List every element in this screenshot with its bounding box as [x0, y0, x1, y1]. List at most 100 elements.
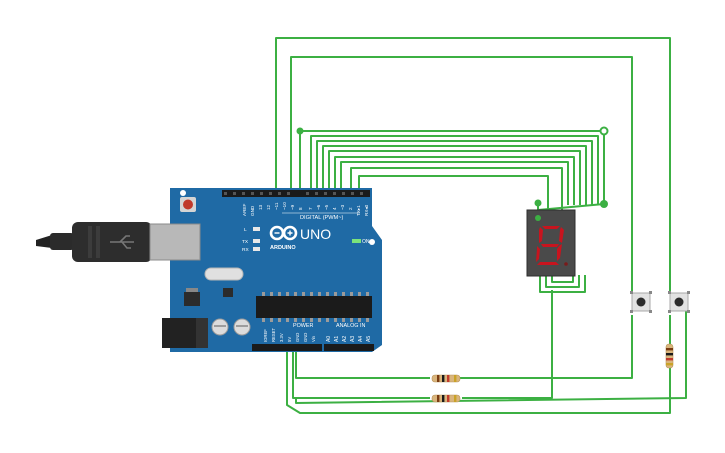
header-pin	[287, 192, 290, 195]
resistor-upper[interactable]	[431, 374, 461, 383]
header-pin	[342, 192, 345, 195]
header-pin	[251, 192, 254, 195]
mounting-hole	[369, 239, 375, 245]
seven-segment-display[interactable]: 8	[526, 209, 601, 451]
digital-header	[222, 190, 370, 197]
chip-pin	[310, 318, 313, 322]
chip-pin	[366, 292, 369, 296]
resistor-band	[447, 395, 450, 402]
wire-pin4-segment[interactable]	[328, 150, 581, 205]
button-leg	[687, 310, 690, 313]
resistor-band	[447, 375, 450, 382]
resistor-lower[interactable]	[431, 394, 461, 403]
button-cap	[674, 297, 684, 307]
chip-pin	[286, 292, 289, 296]
led-label-tx: TX	[242, 239, 249, 245]
pin-label: GND	[295, 333, 300, 342]
resistor-band	[666, 363, 673, 366]
dc-power-jack-front	[196, 318, 208, 348]
digital-header-pins	[224, 192, 363, 195]
power-header	[252, 344, 322, 351]
wire-gnd-rail-b[interactable]	[295, 345, 430, 379]
wire-pin6-segment[interactable]	[316, 140, 593, 205]
segment-g	[541, 244, 559, 247]
usb-cable-plug-ridge	[88, 226, 92, 258]
arduino-board[interactable]: AREF GND 13 12 ~11 ~10 ~9 8 7 ~6 ~5 4 ~3…	[149, 188, 382, 352]
resistor-band	[666, 353, 673, 356]
header-pin	[242, 192, 245, 195]
wire-gnd-rail-a[interactable]	[292, 345, 430, 399]
usb-cable-tail	[36, 235, 52, 248]
chip-pin	[318, 292, 321, 296]
wire-pin7-segment[interactable]	[310, 135, 599, 205]
wire-pin1-segment[interactable]	[350, 167, 563, 210]
header-pin	[351, 192, 354, 195]
board-name: UNO	[300, 226, 331, 242]
wire-pin2-segment[interactable]	[340, 161, 569, 205]
header-pin	[360, 192, 363, 195]
pin-label: 8	[298, 207, 303, 210]
atmega-chip	[256, 296, 372, 318]
pin-label: 4	[332, 207, 337, 210]
junction-dot	[534, 199, 542, 207]
chip-pin	[302, 292, 305, 296]
display-pin-marker	[535, 215, 541, 221]
wire-resistor1-to-button[interactable]	[460, 315, 633, 379]
chip-pin	[318, 318, 321, 322]
resistor-vertical[interactable]	[665, 343, 674, 369]
segment-f	[539, 227, 543, 243]
mounting-hole	[180, 190, 186, 196]
push-button-left[interactable]	[630, 291, 652, 313]
pin-label: 7	[308, 207, 313, 210]
header-pin	[315, 192, 318, 195]
wire-display-bottom-c[interactable]	[551, 275, 574, 283]
wire-pin0-segment[interactable]	[358, 175, 549, 210]
led-label-rx: RX	[242, 247, 249, 253]
wire-pin5-segment[interactable]	[322, 145, 587, 205]
chip-pins-top	[262, 292, 369, 296]
wire-pin13-to-right-button[interactable]	[275, 37, 671, 293]
led-rx	[253, 247, 260, 251]
pin-label: ~5	[324, 204, 329, 210]
header-pin	[233, 192, 236, 195]
capacitor	[233, 318, 251, 336]
wire-display-to-resistor[interactable]	[462, 290, 553, 399]
arduino-logo	[269, 225, 298, 241]
pin-label: A2	[342, 336, 348, 342]
junction-dot	[600, 200, 608, 208]
pin-label: A0	[326, 336, 332, 342]
led-label-l: L	[244, 227, 247, 233]
reset-button[interactable]	[183, 199, 193, 210]
chip-pin	[270, 318, 273, 322]
pin-label: Vin	[311, 335, 316, 342]
chip-pin	[302, 318, 305, 322]
wire-pin3-segment[interactable]	[334, 156, 575, 205]
power-pin-labels: IOREF RESET 3.3V 5V GND GND Vin	[263, 328, 316, 342]
pin-label: AREF	[242, 204, 247, 216]
push-button-right[interactable]	[668, 291, 690, 313]
resistor-band	[442, 395, 445, 402]
wire-pin12-to-left-button[interactable]	[290, 56, 633, 293]
chip-pin	[270, 292, 273, 296]
chip-pin	[366, 318, 369, 322]
wire-display-bottom-a[interactable]	[539, 275, 586, 293]
segment-b	[559, 227, 564, 243]
dc-power-jack	[162, 318, 198, 348]
voltage-regulator	[184, 292, 200, 306]
chip-pin	[262, 318, 265, 322]
junction-dot	[599, 126, 609, 136]
wire-bus-top[interactable]	[299, 130, 605, 205]
pin-label: A5	[366, 336, 372, 342]
pin-label: 12	[266, 204, 271, 210]
pin-label: A3	[350, 336, 356, 342]
led-on	[352, 239, 361, 243]
wire-display-bottom-b[interactable]	[545, 275, 580, 288]
header-pin	[224, 192, 227, 195]
button-cap	[636, 297, 646, 307]
button-leg	[649, 291, 652, 294]
pin-label: 13	[258, 204, 263, 210]
resistor-band	[442, 375, 445, 382]
segment-e	[536, 246, 540, 262]
pin-label: A1	[334, 336, 340, 342]
analog-header-label: ANALOG IN	[336, 323, 365, 329]
